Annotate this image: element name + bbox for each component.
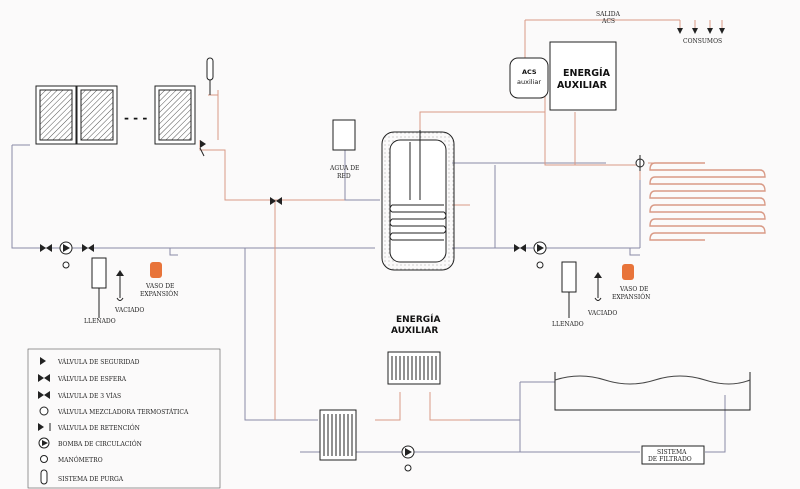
legend-item-three-way-valve: VÁLVULA DE 3 VÍAS: [38, 391, 121, 400]
underfloor-heating-coil: [649, 162, 766, 241]
circulation-pump-icon: [59, 241, 73, 255]
svg-text:VÁLVULA MEZCLADORA TERMOSTÁTIC: VÁLVULA MEZCLADORA TERMOSTÁTICA: [57, 409, 189, 416]
legend-item-manometer: MANÓMETRO: [40, 455, 103, 464]
solar-collector-array: - - -: [35, 85, 196, 145]
check-valve-icon: [514, 244, 526, 252]
consumos-label: CONSUMOS: [683, 38, 722, 45]
llenado-1-label: LLENADO: [84, 318, 116, 325]
manometer-icon: [62, 261, 70, 269]
filtration-system-box: [641, 445, 705, 465]
thermostatic-mixing-valve-icon: [39, 406, 49, 416]
legend-item-purge-system: SISTEMA DE PURGA: [40, 469, 124, 485]
pool-basin: [554, 372, 751, 411]
check-valve-icon: [40, 244, 52, 252]
acs-auxiliary-tank: [509, 57, 549, 99]
legend-item-ball-valve: VÁLVULA DE ESFERA: [38, 374, 127, 383]
legend-item-check-valve: VÁLVULA DE RETENCIÓN: [38, 423, 140, 432]
three-way-valve-icon: [38, 391, 44, 399]
consumption-outlets: [677, 28, 725, 34]
safety-valve-icon: [40, 357, 46, 365]
legend-item-thermostatic-mixing-valve: VÁLVULA MEZCLADORA TERMOSTÁTICA: [39, 406, 189, 416]
vaciado-2-label: VACIADO: [587, 310, 617, 317]
llenado-2-label: LLENADO: [552, 321, 584, 328]
svg-text:BOMBA DE CIRCULACIÓN: BOMBA DE CIRCULACIÓN: [58, 440, 142, 448]
pool-heat-exchanger-aux: [387, 351, 441, 385]
legend-item-circulation-pump: BOMBA DE CIRCULACIÓN: [38, 437, 142, 449]
filling-unit-1: [91, 257, 107, 289]
svg-text:MANÓMETRO: MANÓMETRO: [58, 456, 103, 464]
manometer-icon: [40, 455, 48, 463]
thermostatic-mixing-valve-icon: [635, 155, 645, 171]
svg-text:VÁLVULA DE RETENCIÓN: VÁLVULA DE RETENCIÓN: [57, 424, 140, 432]
svg-text:VÁLVULA DE ESFERA: VÁLVULA DE ESFERA: [57, 376, 127, 383]
pipe-network: [11, 19, 726, 453]
auxiliary-energy-box-top: [549, 41, 617, 111]
expansion-vessel-1: [150, 262, 162, 278]
svg-text:VÁLVULA DE SEGURIDAD: VÁLVULA DE SEGURIDAD: [57, 359, 140, 366]
manometer-icon: [404, 464, 412, 472]
collector-continuation-dots: - - -: [124, 111, 147, 125]
expansion-vessel-2: [622, 264, 634, 280]
filling-unit-2: [561, 261, 577, 293]
manometer-icon: [536, 261, 544, 269]
vaciado-1-label: VACIADO: [114, 307, 144, 314]
solar-storage-tank: [381, 130, 455, 271]
three-way-valve-icon: [270, 197, 282, 205]
circulation-pump-icon: [533, 241, 547, 255]
check-valve-icon: [38, 423, 44, 431]
cold-water-inlet-unit: [332, 119, 356, 151]
svg-text:SISTEMA DE PURGA: SISTEMA DE PURGA: [58, 476, 124, 483]
ball-valve-icon: [82, 244, 94, 252]
safety-valve-icon: [199, 140, 206, 157]
drain-valve-2-icon: [594, 272, 602, 301]
legend: VÁLVULA DE SEGURIDAD VÁLVULA DE ESFERA V…: [27, 348, 221, 489]
circulation-pump-icon: [401, 445, 415, 459]
drain-valve-1-icon: [116, 270, 124, 301]
purge-system-icon: [40, 469, 48, 485]
pool-heat-exchanger-solar: [319, 409, 357, 461]
ball-valve-icon: [38, 374, 44, 382]
purge-system-icon: [206, 57, 214, 95]
svg-text:VÁLVULA DE 3 VÍAS: VÁLVULA DE 3 VÍAS: [57, 393, 121, 400]
legend-item-safety-valve: VÁLVULA DE SEGURIDAD: [40, 357, 140, 366]
